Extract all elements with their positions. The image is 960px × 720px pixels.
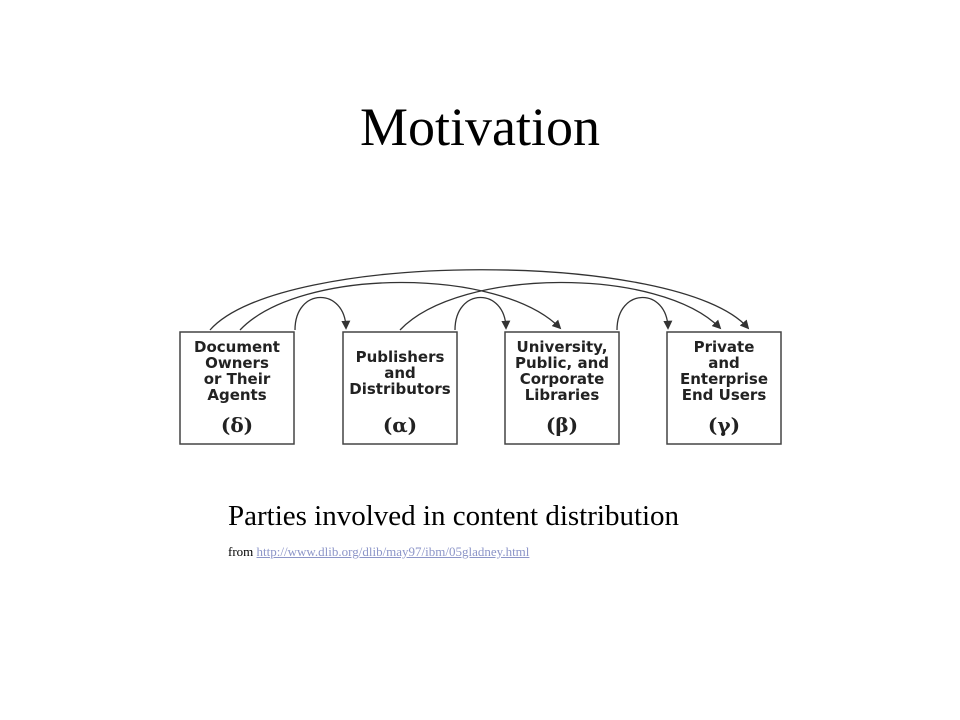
flow-arrows	[209, 269, 750, 331]
box-label-end-users: and	[708, 354, 740, 372]
box-libraries	[504, 331, 620, 445]
arrow-publishers-to-users	[399, 281, 722, 331]
box-document-owners	[179, 331, 295, 445]
diagram-caption: Parties involved in content distribution	[228, 500, 680, 532]
box-symbol-end-users: (γ)	[708, 413, 740, 437]
box-label-libraries: Public, and	[515, 354, 609, 372]
box-label-end-users: Private	[694, 338, 755, 356]
arrow-owners-to-users	[209, 269, 750, 331]
box-publishers	[342, 331, 458, 445]
box-label-publishers: and	[384, 364, 416, 382]
source-prefix: from	[228, 544, 254, 559]
box-label-document-owners: Document	[194, 338, 280, 356]
box-label-document-owners: Agents	[207, 386, 266, 404]
box-symbol-publishers: (α)	[383, 413, 417, 437]
arrow-publishers-to-libraries	[454, 296, 511, 331]
box-label-libraries: University,	[517, 338, 608, 356]
party-boxes	[179, 331, 782, 445]
arrow-owners-to-publishers	[294, 296, 351, 331]
box-symbol-libraries: (β)	[546, 413, 578, 437]
source-link[interactable]: http://www.dlib.org/dlib/may97/ibm/05gla…	[256, 544, 530, 559]
box-label-end-users: End Users	[682, 386, 767, 404]
box-label-publishers: Publishers	[356, 348, 445, 366]
slide-title: Motivation	[360, 97, 600, 157]
box-symbol-document-owners: (δ)	[221, 413, 253, 437]
arrow-libraries-to-users	[616, 296, 673, 331]
box-label-libraries: Libraries	[525, 386, 600, 404]
box-label-publishers: Distributors	[349, 380, 451, 398]
box-end-users	[666, 331, 782, 445]
arrow-owners-to-libraries	[239, 281, 562, 331]
box-label-libraries: Corporate	[520, 370, 605, 388]
box-label-end-users: Enterprise	[680, 370, 768, 388]
source-citation: from http://www.dlib.org/dlib/may97/ibm/…	[228, 543, 529, 561]
box-label-document-owners: or Their	[204, 370, 271, 388]
box-label-document-owners: Owners	[205, 354, 269, 372]
